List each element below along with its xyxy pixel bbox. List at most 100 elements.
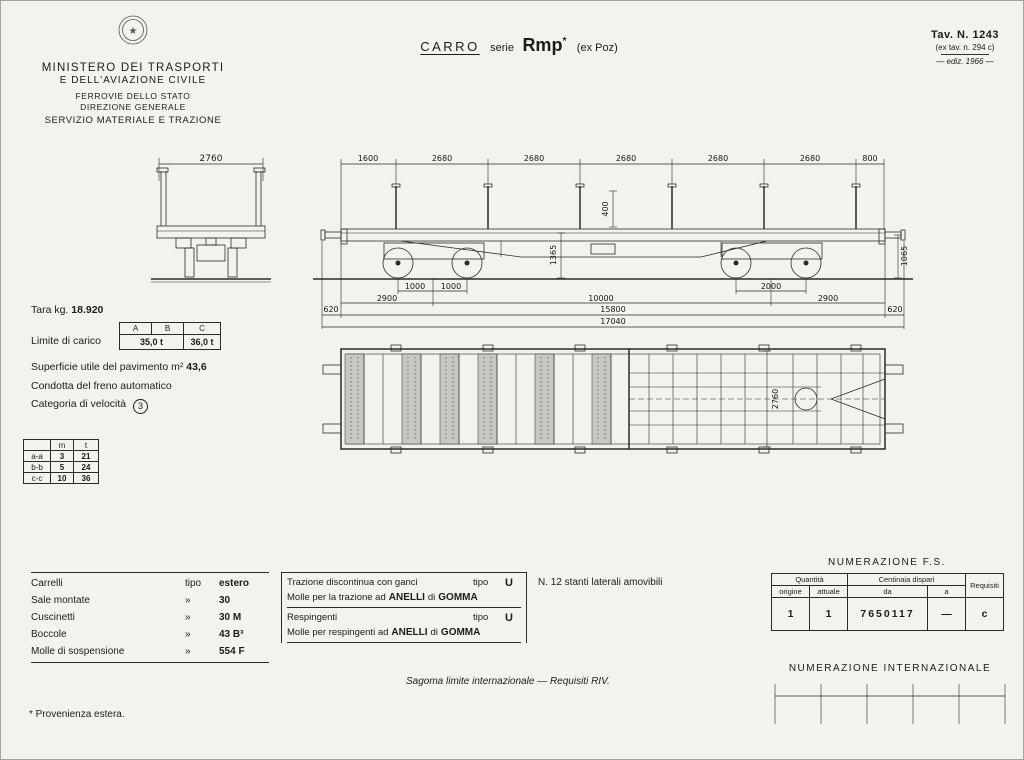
ministry-line-4: DIREZIONE GENERALE xyxy=(80,101,186,112)
dim-end-width: 2760 xyxy=(200,154,223,164)
title-series-name: Rmp* xyxy=(522,35,567,55)
superficie-label: Superficie utile del pavimento m² xyxy=(31,361,184,373)
fs-header-da: da xyxy=(847,585,929,598)
ministry-line-3: FERROVIE DELLO STATO xyxy=(75,90,191,101)
tav-block: Tav. N. 1243 (ex tav. n. 294 c) — ediz. … xyxy=(913,29,1017,66)
title-serie-label: serie xyxy=(490,42,514,54)
dim-buffer-left: 620 xyxy=(323,305,338,314)
title-ex-label: (ex Poz) xyxy=(576,42,618,54)
traction-pair-2: Respingenti tipo U Molle per respingenti… xyxy=(287,608,521,643)
brake-mass-table: m t a-a 3 21 b-b 5 24 c-c 10 36 xyxy=(23,439,99,484)
load-col-b: B xyxy=(151,322,184,335)
table-row: a-a 3 21 xyxy=(23,450,99,462)
state-emblem-icon: ★ xyxy=(118,15,148,45)
tav-divider xyxy=(941,54,989,55)
mt-col-t: t xyxy=(73,439,99,451)
traction-pair-1: Trazione discontinua con ganci tipo U Mo… xyxy=(287,573,521,608)
plan-view: 2760 xyxy=(322,344,904,454)
dim-top-1: 1600 xyxy=(358,154,378,163)
numerazione-internazionale-block: NUMERAZIONE INTERNAZIONALE xyxy=(773,663,1007,731)
dim-frame-length: 15800 xyxy=(600,305,625,314)
numerazione-fs-block: NUMERAZIONE F.S. Quantità Centinaia disp… xyxy=(770,557,1005,631)
dim-bogie-right: 2000 xyxy=(761,282,781,291)
stakes xyxy=(391,183,861,229)
table-row: b-b 5 24 xyxy=(23,461,99,473)
tara-value: 18.920 xyxy=(71,304,104,316)
stanti-note: N. 12 stanti laterali amovibili xyxy=(538,577,663,588)
dim-overhang-right: 2900 xyxy=(818,294,838,303)
mt-col-m: m xyxy=(50,439,74,451)
fs-header-quantita: Quantità xyxy=(770,573,849,586)
dim-top-7: 800 xyxy=(862,154,877,163)
dim-stake-gap: 400 xyxy=(601,201,610,216)
numerazione-internazionale-title: NUMERAZIONE INTERNAZIONALE xyxy=(788,663,992,674)
stake-pockets xyxy=(390,344,862,454)
list-item: Sale montate » 30 xyxy=(31,595,231,606)
dim-top-5: 2680 xyxy=(708,154,728,163)
dim-top-6: 2680 xyxy=(800,154,820,163)
categoria-value-badge: 3 xyxy=(133,398,149,414)
dim-overhang-left: 2900 xyxy=(377,294,397,303)
dim-top-3: 2680 xyxy=(524,154,544,163)
list-item: Boccole » 43 B³ xyxy=(31,629,244,640)
fs-header-origine: origine xyxy=(771,585,810,598)
numerazione-fs-title: NUMERAZIONE F.S. xyxy=(828,557,946,568)
plank-floor xyxy=(344,353,612,445)
bogie-right xyxy=(720,242,823,279)
emblem-star-glyph: ★ xyxy=(129,26,138,37)
load-limit-table: A B C 35,0 t 36,0 t xyxy=(119,322,221,350)
list-item: Molle per la trazione ad ANELLI di GOMMA xyxy=(287,592,478,603)
provenienza-note: * Provenienza estera. xyxy=(29,709,125,720)
list-item: Molle di sospensione » 554 F xyxy=(31,646,245,657)
categoria-label: Categoria di velocità xyxy=(31,398,127,410)
bogie-left xyxy=(382,242,485,279)
ministry-line-5: SERVIZIO MATERIALE E TRAZIONE xyxy=(44,115,222,127)
list-item: Cuscinetti » 30 M xyxy=(31,612,242,623)
categoria-line: Categoria di velocità 3 xyxy=(31,398,149,414)
sagoma-note: Sagoma limite internazionale — Requisiti… xyxy=(406,676,610,687)
dim-plan-width: 2760 xyxy=(771,389,780,409)
load-col-a: A xyxy=(119,322,152,335)
tara-label: Tara kg. xyxy=(31,304,69,316)
equipment-list: Carrelli tipo estero Sale montate » 30 C… xyxy=(31,572,269,663)
load-val-ab: 35,0 t xyxy=(119,334,184,350)
list-item: Carrelli tipo estero xyxy=(31,578,250,589)
table-row: c-c 10 36 xyxy=(23,472,99,484)
technical-drawing: 2760 xyxy=(151,154,913,454)
list-item: Molle per respingenti ad ANELLI di GOMMA xyxy=(287,627,481,638)
ministry-line-2: E DELL'AVIAZIONE CIVILE xyxy=(59,75,207,87)
numerazione-fs-table: Quantità Centinaia dispari Requisiti ori… xyxy=(770,573,1005,631)
dim-buffer-height: 1065 xyxy=(900,246,909,266)
dim-top-4: 2680 xyxy=(616,154,636,163)
tara-line: Tara kg. 18.920 xyxy=(31,304,103,316)
load-limit-label: Limite di carico xyxy=(31,335,102,347)
list-item: Respingenti tipo U xyxy=(287,611,513,624)
dim-buffer-right: 620 xyxy=(887,305,902,314)
condotta-line: Condotta del freno automatico xyxy=(31,380,172,392)
tav-ex-number: (ex tav. n. 294 c) xyxy=(935,43,995,52)
dim-top-2: 2680 xyxy=(432,154,452,163)
dim-total-length: 17040 xyxy=(600,317,625,326)
title-star: * xyxy=(562,36,567,47)
dim-bogie-left-a: 1000 xyxy=(405,282,425,291)
title-carro: CARRO xyxy=(420,39,480,54)
fs-header-attuale: attuale xyxy=(808,585,849,598)
ministry-header: ★ MINISTERO DEI TRASPORTI E DELL'AVIAZIO… xyxy=(15,13,251,127)
dim-bogie-centres: 10000 xyxy=(588,294,613,303)
fs-header-requisiti: Requisiti xyxy=(965,573,1005,598)
load-col-c: C xyxy=(183,322,221,335)
numerazione-internazionale-grid xyxy=(774,684,1006,724)
side-view: 1600 2680 2680 2680 2680 2680 800 xyxy=(313,154,913,329)
list-item: Trazione discontinua con ganci tipo U xyxy=(287,576,513,589)
superficie-line: Superficie utile del pavimento m² 43,6 xyxy=(31,361,207,373)
load-val-c: 36,0 t xyxy=(183,334,221,350)
traction-spec-block: Trazione discontinua con ganci tipo U Mo… xyxy=(281,572,527,643)
sheet-title: CARRO serie Rmp* (ex Poz) xyxy=(369,35,669,56)
dim-floor-height: 1365 xyxy=(549,245,558,265)
ministry-line-1: MINISTERO DEI TRASPORTI xyxy=(41,62,225,74)
end-view: 2760 xyxy=(151,154,271,283)
tav-number: Tav. N. 1243 xyxy=(931,29,999,41)
underframe-plan xyxy=(628,349,886,449)
superficie-value: 43,6 xyxy=(186,361,207,373)
